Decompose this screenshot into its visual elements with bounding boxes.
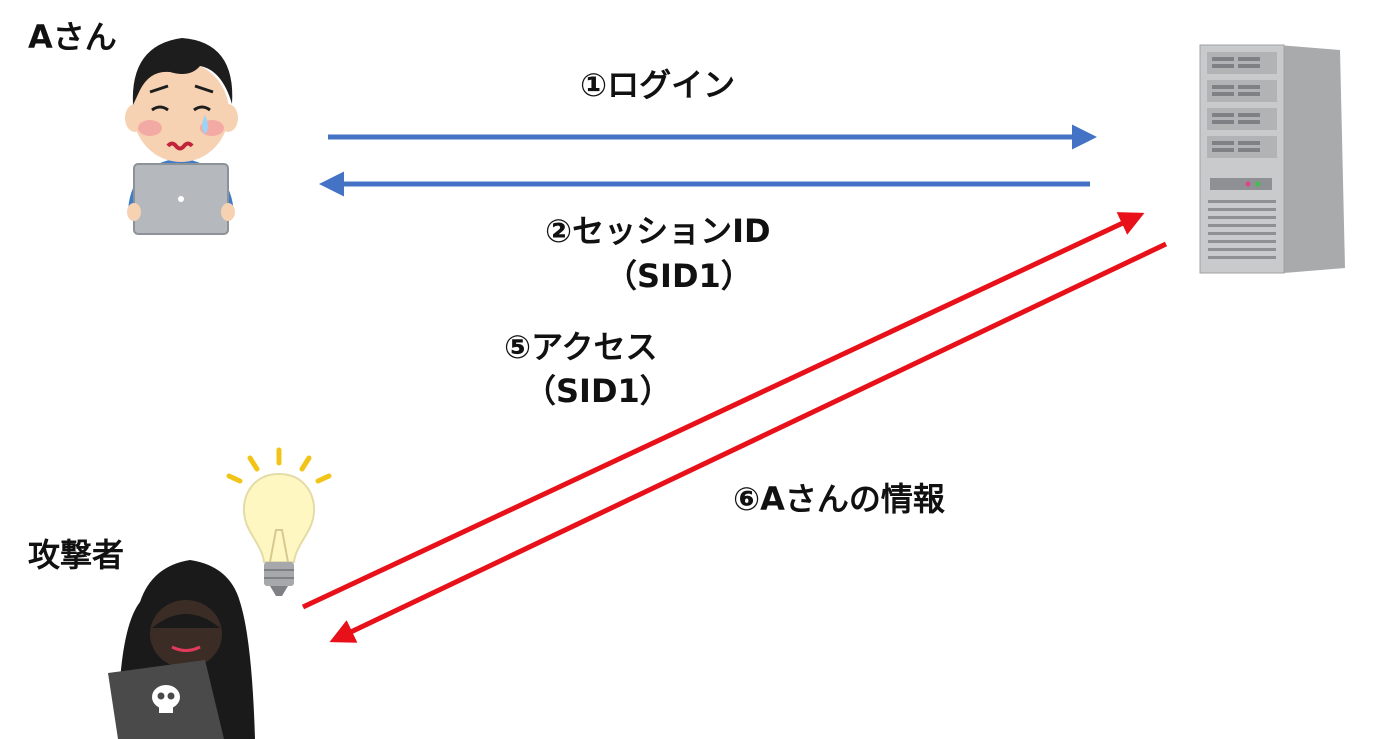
- worried-user-laptop-icon: [125, 38, 238, 235]
- step-session-id-label: ②セッションID: [545, 212, 771, 250]
- lightbulb-icon: [226, 447, 332, 596]
- step-access-sublabel: （SID1）: [524, 372, 672, 410]
- access-arrow: [301, 212, 1145, 610]
- info-arrow: [329, 241, 1168, 643]
- attacker-name: 攻撃者: [28, 536, 125, 574]
- step-access-label: ⑤アクセス: [504, 328, 658, 366]
- server-tower-icon: [1199, 44, 1345, 274]
- step-login-label: ①ログイン: [580, 66, 736, 104]
- user-name: Aさん: [28, 18, 117, 56]
- skull-icon: [152, 685, 180, 713]
- step-info-label: ⑥Aさんの情報: [733, 480, 945, 518]
- hooded-hacker-laptop-icon: [108, 560, 255, 739]
- step-session-id-sublabel: （SID1）: [605, 257, 753, 295]
